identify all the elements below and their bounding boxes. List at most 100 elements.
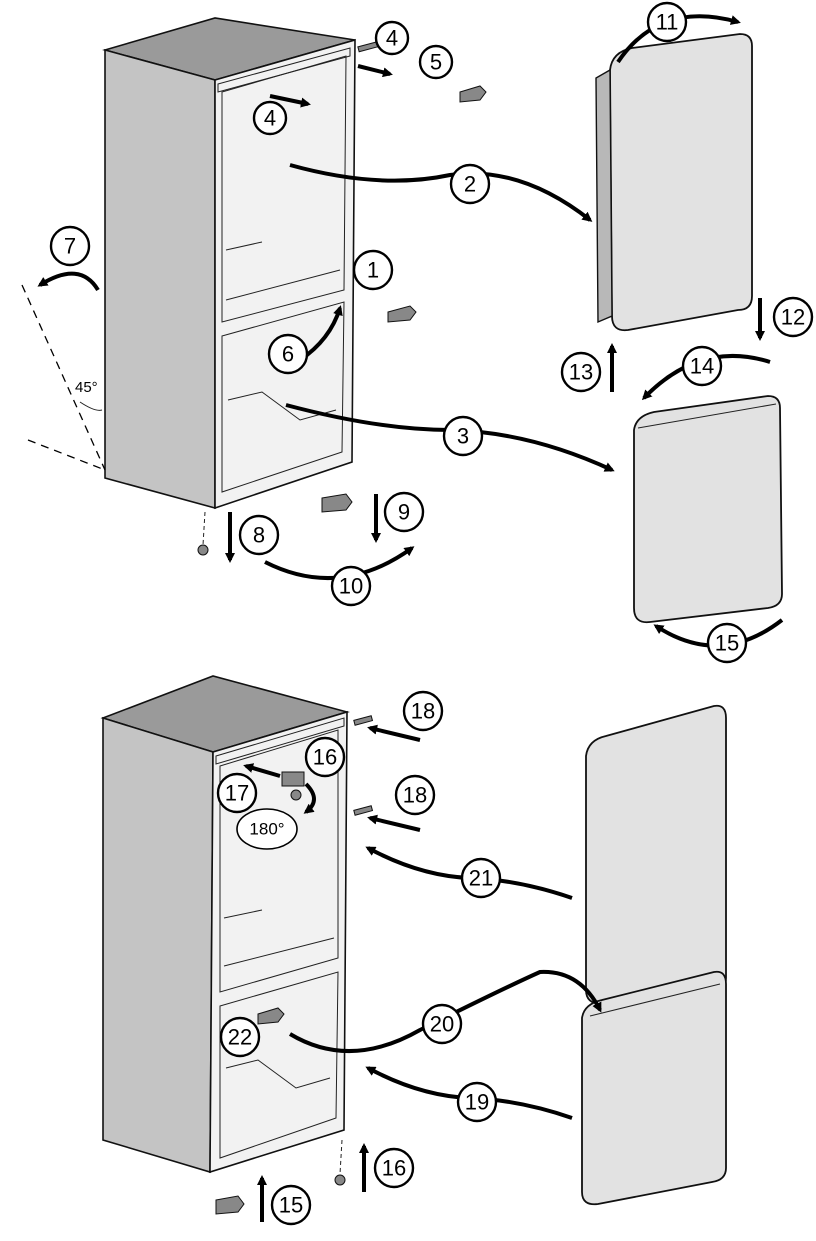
callout-22: 22 — [219, 1016, 261, 1058]
callout-18b: 18 — [394, 774, 436, 816]
tilt-angle-label: 45° — [75, 379, 98, 396]
middle-hinge-bracket — [387, 305, 417, 323]
svg-text:3: 3 — [457, 424, 469, 449]
cabinet-side-panel — [104, 48, 216, 510]
lower-door-reinstalled — [581, 970, 727, 1206]
callout-21: 21 — [460, 857, 502, 899]
svg-text:20: 20 — [430, 1012, 454, 1037]
top-hinge-strip-2 — [215, 717, 345, 765]
foot-guide-line-2 — [339, 1139, 343, 1175]
upper-door — [609, 33, 753, 332]
arrow-tilt-cabinet — [37, 271, 100, 292]
svg-text:10: 10 — [339, 574, 363, 599]
callout-10: 10 — [330, 565, 372, 607]
svg-text:19: 19 — [465, 1090, 489, 1115]
svg-text:12: 12 — [781, 305, 805, 330]
svg-text:21: 21 — [469, 866, 493, 891]
hinge-pin-rotate — [290, 789, 302, 801]
callout-3: 3 — [442, 415, 484, 457]
foot-guide-line — [202, 511, 206, 546]
svg-text:2: 2 — [464, 172, 476, 197]
lower-door-top-edge — [637, 403, 777, 429]
svg-text:9: 9 — [398, 500, 410, 525]
svg-text:16: 16 — [313, 745, 337, 770]
freezer-drawer-line-2 — [225, 1059, 331, 1089]
callout-2: 2 — [449, 163, 491, 205]
svg-text:14: 14 — [690, 354, 714, 379]
svg-text:4: 4 — [264, 106, 276, 131]
svg-text:11: 11 — [656, 10, 679, 35]
svg-text:15: 15 — [715, 631, 739, 656]
callout-15b: 15 — [270, 1184, 312, 1226]
arrow-fit-middle-hinge — [288, 969, 602, 1053]
callout-20: 20 — [421, 1003, 463, 1045]
plug-upper — [353, 715, 374, 726]
arrow-remove-upper-door — [289, 163, 593, 222]
svg-text:15: 15 — [279, 1193, 303, 1218]
lower-door-top-edge-2 — [589, 983, 721, 1017]
svg-text:16: 16 — [382, 1156, 406, 1181]
callout-19: 19 — [456, 1081, 498, 1123]
upper-door-edge — [595, 68, 613, 324]
bottom-hinge-bracket — [321, 493, 353, 513]
svg-text:5: 5 — [430, 50, 442, 75]
svg-text:18: 18 — [403, 783, 427, 808]
svg-text:6: 6 — [282, 342, 294, 367]
svg-text:18: 18 — [411, 699, 435, 724]
rotate-180-label: 180° — [249, 820, 284, 839]
freezer-compartment — [221, 301, 345, 493]
callout-7: 7 — [49, 225, 91, 267]
callout-16b: 16 — [373, 1147, 415, 1189]
callout-13: 13 — [560, 351, 602, 393]
fridge-compartment-2 — [219, 729, 339, 993]
arrow-insert-plug-lower — [367, 814, 421, 832]
svg-text:22: 22 — [228, 1025, 252, 1050]
callout-17: 17 — [216, 772, 258, 814]
svg-text:1: 1 — [367, 258, 379, 283]
arrow-rotate-pin — [303, 782, 316, 814]
arrow-insert-plug-upper — [367, 724, 421, 742]
rotate-180-ellipse — [236, 808, 298, 850]
callout-6: 6 — [267, 333, 309, 375]
callout-15a: 15 — [706, 622, 748, 664]
top-hinge-bracket — [459, 85, 487, 103]
callout-12: 12 — [772, 296, 814, 338]
hinge-cover — [281, 771, 305, 787]
callout-4b: 4 — [252, 100, 288, 136]
svg-text:13: 13 — [569, 360, 593, 385]
svg-text:8: 8 — [253, 523, 265, 548]
upper-door-reinstalled — [585, 704, 727, 1005]
callout-4a: 4 — [374, 20, 410, 56]
fridge-top-illustration: 45° 4 5 4 2 7 1 6 3 8 9 10 11 12 13 14 1… — [21, 1, 814, 664]
fridge-bottom-illustration: 180° 18 16 17 18 21 20 22 19 16 15 — [100, 675, 727, 1226]
freezer-compartment-2 — [219, 971, 339, 1159]
tilt-angle-arc — [79, 401, 103, 411]
plug-lower — [353, 805, 374, 816]
freezer-drawer-line — [227, 391, 337, 421]
arrow-remove-top-pin — [269, 94, 311, 108]
adjustable-foot — [197, 544, 209, 556]
fridge-shelf-line — [225, 241, 341, 301]
callout-1: 1 — [352, 249, 394, 291]
callout-11: 11 — [646, 1, 688, 43]
svg-text:17: 17 — [225, 781, 249, 806]
middle-hinge-bracket-2 — [257, 1007, 285, 1025]
callout-18a: 18 — [402, 690, 444, 732]
bottom-hinge-bracket-2 — [215, 1195, 245, 1215]
cabinet-side-panel-2 — [102, 716, 214, 1174]
cabinet-front-frame — [214, 38, 356, 510]
top-hinge-strip — [217, 47, 351, 93]
svg-text:4: 4 — [386, 26, 398, 51]
callout-16a: 16 — [304, 736, 346, 778]
adjustable-foot-2 — [334, 1174, 346, 1186]
callout-14: 14 — [681, 345, 723, 387]
arrow-move-hinge-cover — [243, 763, 281, 778]
callout-8: 8 — [238, 514, 280, 556]
callout-9: 9 — [383, 491, 425, 533]
arrow-remove-top-hinge — [357, 64, 393, 78]
lower-door — [633, 395, 783, 624]
tilt-guide-line — [21, 284, 106, 471]
svg-text:7: 7 — [64, 234, 76, 259]
fridge-shelf-line-2 — [223, 909, 335, 967]
